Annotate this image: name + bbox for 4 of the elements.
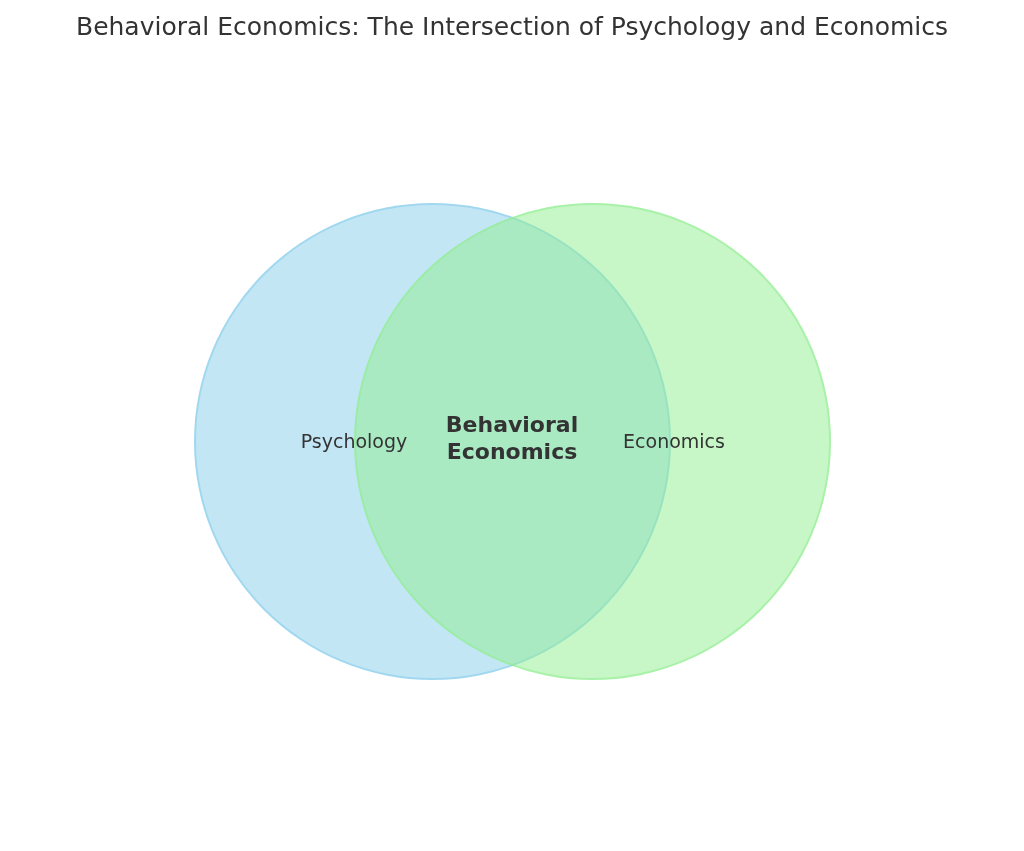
title: Behavioral Economics: The Intersection of Psychology and Economics [75,11,949,43]
intersection-label: Behavioral Economics [444,411,580,465]
circle-label: Psychology [300,429,408,453]
circle-label: Economics [623,429,725,453]
